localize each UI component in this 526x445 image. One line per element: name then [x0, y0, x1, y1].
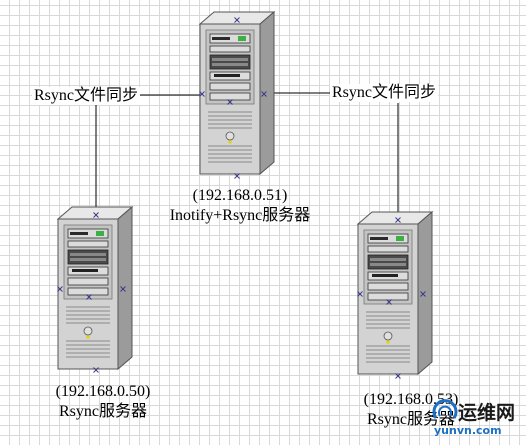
server-left-role: Rsync服务器 — [58, 403, 147, 420]
server-center-caption: (192.168.0.51) Inotify+Rsync服务器 — [150, 186, 330, 226]
sync-label-right: Rsync文件同步 — [330, 84, 439, 102]
server-left-ip: (192.168.0.50) — [55, 383, 151, 400]
server-right-ip: (192.168.0.53) — [363, 391, 459, 408]
server-center-role: Inotify+Rsync服务器 — [169, 207, 311, 224]
server-left-caption: (192.168.0.50) Rsync服务器 — [28, 382, 178, 422]
watermark: 运维网 yunvn.com — [430, 396, 524, 442]
watermark-logo-icon — [432, 399, 458, 419]
watermark-domain: yunvn.com — [434, 424, 502, 437]
server-right — [357, 211, 433, 375]
sync-label-left: Rsync文件同步 — [32, 87, 141, 105]
server-center-ip: (192.168.0.51) — [192, 187, 288, 204]
watermark-text: 运维网 — [458, 402, 516, 424]
server-left — [57, 206, 133, 370]
